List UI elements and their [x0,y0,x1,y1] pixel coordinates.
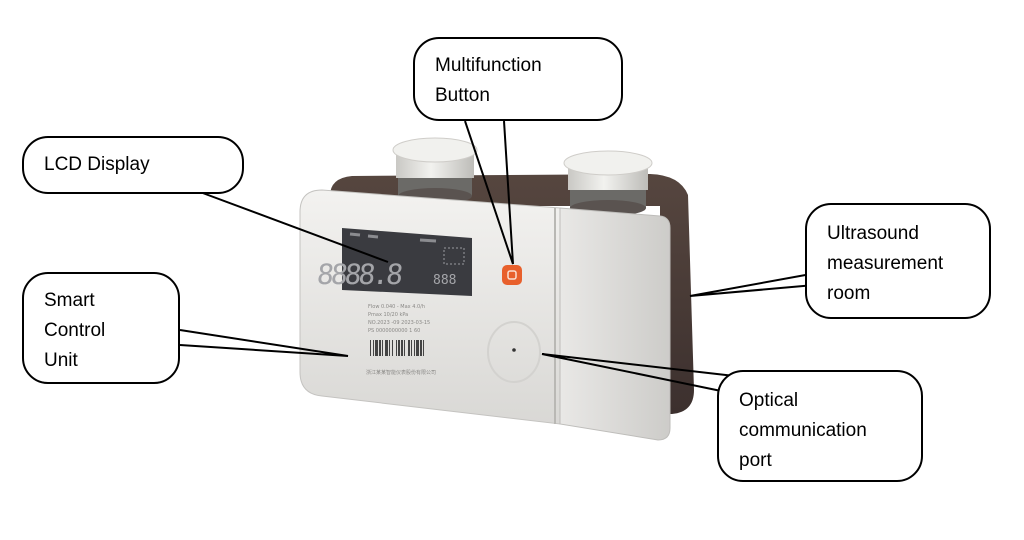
callout-ultra-line-3: room [827,283,871,304]
callout-optical-port: Optical communication port [717,370,923,482]
manufacturer-text: 浙江某某智能仪表股份有限公司 [366,369,436,376]
barcode-bar [401,340,403,356]
callout-optical-line-2: communication [739,420,867,441]
nameplate-line-3: NO.2023 -09 2023-03-15 [368,320,430,326]
barcode-bar [411,340,412,356]
optical-port [487,321,541,383]
callout-ultra-line-1: Ultrasound [827,223,919,244]
callout-optical-line-3: port [739,450,772,471]
callout-ultrasound-room: Ultrasound measurement room [805,203,991,319]
barcode-bar [379,340,381,356]
meter-front-case [299,189,561,425]
lcd-digits: 8888.8 [315,258,404,291]
callout-lcd-line-1: LCD Display [44,154,150,175]
barcode-bar [389,340,390,356]
nameplate-line-1: Flow 0.040 - Max 4.0/h [368,304,425,310]
nameplate-line-2: Pmax 10/20 kPa [368,312,408,318]
barcode [370,340,424,356]
barcode-bar [423,340,424,356]
callout-optical-line-1: Optical [739,390,799,411]
callout-smart-control-unit: Smart Control Unit [22,272,180,384]
leader-smart-control [179,329,349,357]
callout-multifunction-button: Multifunction Button [413,37,623,121]
nameplate-text: Flow 0.040 - Max 4.0/h Pmax 10/20 kPa NO… [368,304,430,334]
callout-multi-line-1: Multifunction [435,55,542,76]
leader-multifunction [464,120,514,265]
barcode-bar [404,340,405,356]
leader-optical [541,353,753,393]
meter-right-cover [559,207,671,441]
inlet-pipe-cap [392,137,478,204]
callout-ultra-line-2: measurement [827,253,944,274]
barcode-bar [373,340,374,356]
barcode-bar [414,340,415,356]
callout-smart-line-3: Unit [44,350,78,371]
leader-ultrasound [689,271,827,297]
callout-smart-line-2: Control [44,320,106,341]
barcode-bar [370,340,371,356]
barcode-bar [408,340,410,356]
leader-lcd [199,191,389,263]
multifunction-button [502,265,522,285]
barcode-bar [398,340,400,356]
callout-smart-line-1: Smart [44,290,95,311]
barcode-bar [375,340,378,356]
barcode-bar [416,340,419,356]
lcd-small-digits: 888 [433,273,456,288]
callout-lcd-display: LCD Display [22,136,244,194]
nameplate-line-4: PS 0000000000 1 60 [368,328,420,334]
barcode-bar [382,340,383,356]
callout-multi-line-2: Button [435,85,490,106]
barcode-bar [396,340,397,356]
lcd-screen: 8888.8 888 [315,228,472,296]
outlet-pipe-cap [563,150,653,216]
barcode-bar [420,340,422,356]
barcode-bar [385,340,388,356]
barcode-bar [392,340,393,356]
